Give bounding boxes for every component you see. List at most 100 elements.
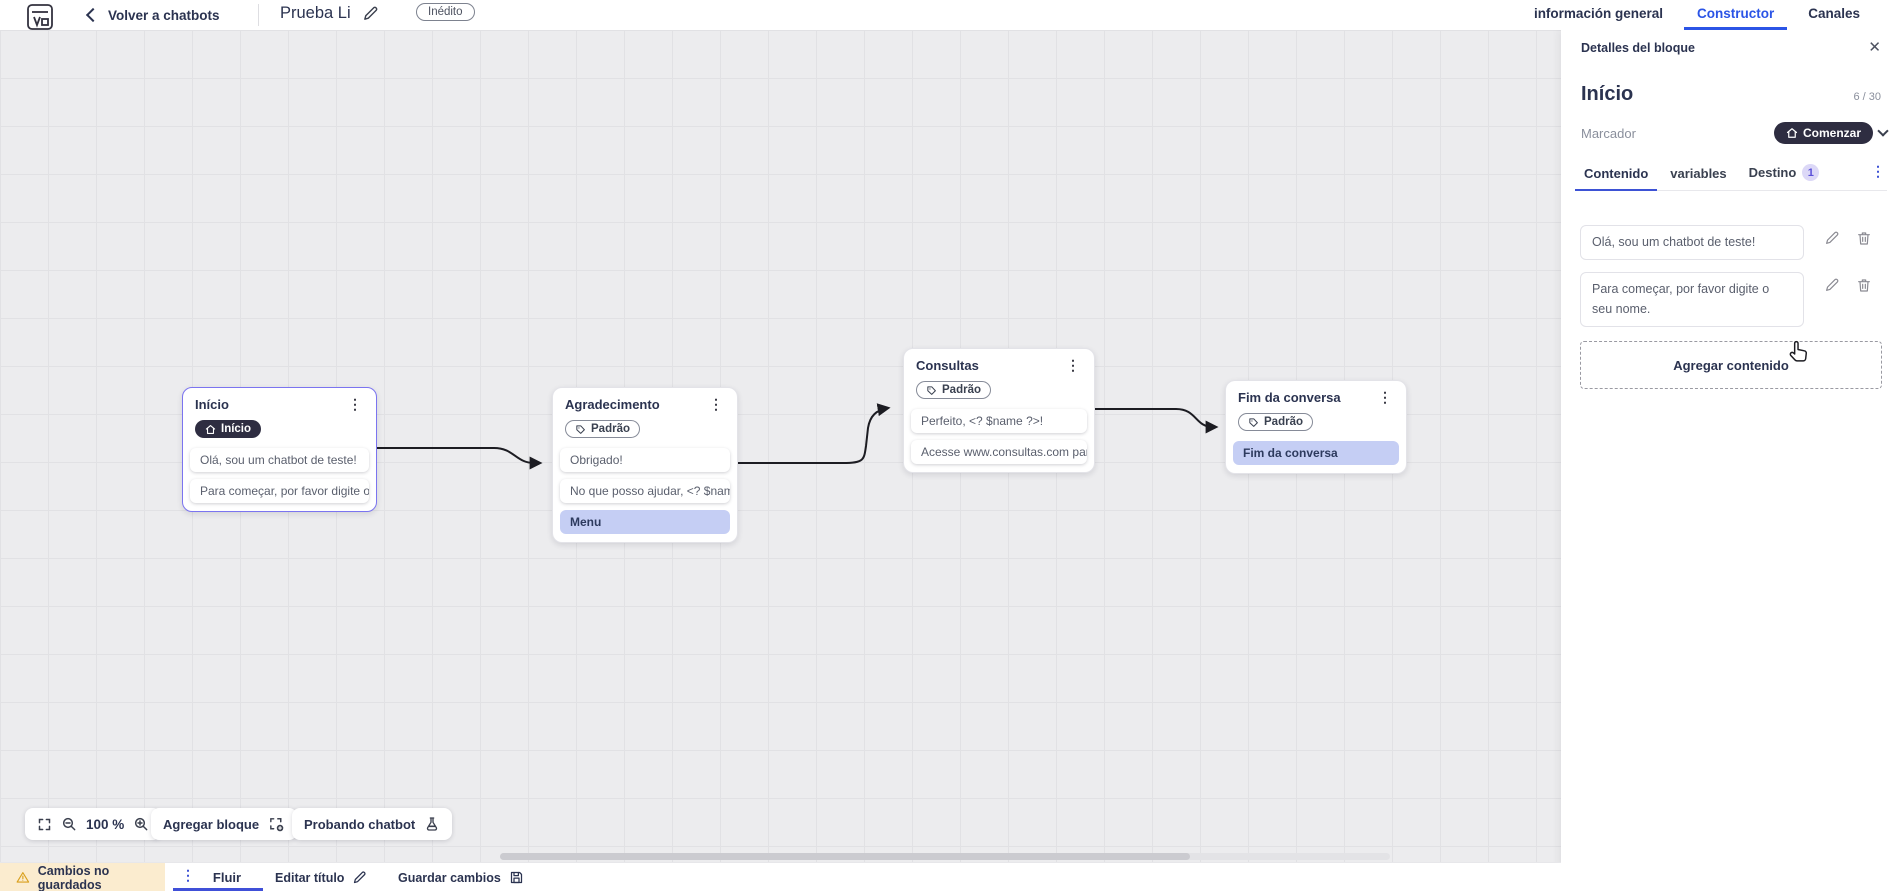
zoom-level: 100 %: [86, 816, 125, 832]
chevron-down-icon[interactable]: [1877, 125, 1889, 137]
block-marker-badge: Início: [195, 420, 262, 438]
chatbot-title: Prueba Li: [280, 4, 351, 22]
flow-block-consultas[interactable]: Consultas ⋮ Padrão Perfeito, <? $name ?>…: [903, 348, 1095, 473]
trash-icon[interactable]: [1856, 230, 1872, 246]
tag-icon: [927, 385, 936, 395]
marker-value-label: Comenzar: [1802, 126, 1861, 140]
tag-icon: [576, 424, 585, 434]
tab-constructor[interactable]: Constructor: [1683, 0, 1788, 30]
warning-triangle-icon: [16, 872, 30, 883]
block-title: Início: [195, 397, 229, 412]
edit-title-label: Editar título: [275, 870, 345, 885]
block-message-row[interactable]: No que posso ajudar, <? $name ...: [560, 479, 730, 503]
block-title: Consultas: [916, 358, 979, 373]
content-message-box[interactable]: Para começar, por favor digite o seu nom…: [1580, 272, 1804, 328]
block-counter: 6 / 30: [1853, 91, 1881, 103]
flow-tab-menu-icon[interactable]: ⋮: [181, 867, 195, 883]
connection-consultas-fim: [1095, 408, 1219, 434]
zoom-out-icon[interactable]: [61, 816, 77, 832]
add-block-label: Agregar bloque: [163, 816, 260, 832]
save-icon: [510, 871, 522, 884]
panel-tabs: Contenido variables Destino 1 ⋮: [1575, 158, 1887, 191]
block-title: Agradecimento: [565, 397, 660, 412]
test-chatbot-button[interactable]: Probando chatbot: [292, 808, 453, 840]
block-message-row[interactable]: Acesse www.consultas.com par...: [911, 440, 1087, 464]
home-icon: [205, 424, 216, 434]
panel-tab-contenido[interactable]: Contenido: [1575, 160, 1658, 191]
close-icon[interactable]: ✕: [1868, 39, 1881, 56]
home-icon: [1786, 128, 1798, 138]
status-badge: Inédito: [416, 3, 475, 21]
flow-tab-label: Fluir: [212, 870, 242, 885]
fit-screen-icon[interactable]: [37, 817, 52, 832]
flask-icon: [424, 816, 440, 832]
block-message-row[interactable]: Olá, sou um chatbot de teste!: [190, 448, 369, 472]
warning-text: Cambios no guardados: [37, 863, 110, 891]
block-type-badge: Padrão: [1238, 413, 1313, 431]
scrollbar-thumb[interactable]: [500, 853, 1190, 860]
tag-icon: [1249, 417, 1258, 427]
canvas-horizontal-scrollbar[interactable]: [500, 853, 1390, 860]
block-menu-icon[interactable]: ⋮: [1378, 389, 1392, 405]
connection-agradecimento-consultas: [738, 403, 891, 464]
top-tabs: información general Constructor Canales: [1521, 0, 1873, 30]
block-message-row[interactable]: Para começar, por favor digite o ...: [190, 479, 369, 503]
bottom-bar: Cambios no guardados ⋮ Fluir Editar títu…: [0, 862, 1561, 891]
flow-block-inicio[interactable]: Início ⋮ Início Olá, sou um chatbot de t…: [182, 387, 377, 512]
save-changes-button[interactable]: Guardar cambios: [398, 863, 524, 891]
block-type-badge: Padrão: [916, 381, 991, 399]
trash-icon[interactable]: [1856, 277, 1872, 293]
block-message-row[interactable]: Obrigado!: [560, 448, 730, 472]
tab-informacion-general[interactable]: información general: [1533, 6, 1663, 21]
pencil-icon: [354, 871, 367, 884]
canvas-zoom-controls: 100 %: [25, 808, 162, 840]
flow-block-agradecimento[interactable]: Agradecimento ⋮ Padrão Obrigado! No que …: [552, 387, 738, 543]
tab-canales[interactable]: Canales: [1808, 6, 1860, 21]
unsaved-changes-warning: Cambios no guardados: [0, 863, 165, 891]
marker-value-pill[interactable]: Comenzar: [1773, 122, 1873, 144]
edit-pencil-icon[interactable]: [1824, 277, 1840, 293]
block-menu-icon[interactable]: ⋮: [709, 396, 723, 412]
top-bar: Volver a chatbots Prueba Li Inédito info…: [0, 0, 1901, 30]
back-to-chatbots-button[interactable]: Volver a chatbots: [85, 0, 220, 30]
block-menu-icon[interactable]: ⋮: [348, 396, 362, 412]
edit-title-button[interactable]: Editar título: [275, 863, 367, 891]
panel-block-title: Início: [1581, 83, 1634, 105]
block-menu-row[interactable]: Menu: [560, 510, 730, 534]
flow-tab-active-indicator: [173, 888, 263, 891]
block-type-label: Padrão: [942, 384, 981, 396]
flow-block-fim-da-conversa[interactable]: Fim da conversa ⋮ Padrão Fim da conversa: [1225, 380, 1407, 474]
block-title: Fim da conversa: [1238, 390, 1341, 405]
block-marker-label: Início: [221, 423, 252, 435]
panel-tab-destino[interactable]: Destino 1: [1740, 158, 1829, 191]
content-item: Para começar, por favor digite o seu nom…: [1580, 272, 1882, 328]
block-details-panel: Detalles del bloque ✕ Início 6 / 30 Marc…: [1561, 30, 1901, 891]
marker-label: Marcador: [1581, 125, 1636, 141]
chevron-left-icon: [85, 7, 101, 23]
panel-menu-icon[interactable]: ⋮: [1871, 163, 1885, 179]
edit-pencil-icon[interactable]: [1824, 230, 1840, 246]
content-message-box[interactable]: Olá, sou um chatbot de teste!: [1580, 225, 1804, 261]
back-label: Volver a chatbots: [108, 7, 220, 23]
block-type-label: Padrão: [591, 423, 630, 435]
block-message-row[interactable]: Perfeito, <? $name ?>!: [911, 409, 1087, 433]
panel-header-title: Detalles del bloque: [1581, 40, 1695, 55]
flow-tab-fluir[interactable]: Fluir: [173, 863, 263, 891]
connection-inicio-agradecimento: [377, 447, 543, 470]
flow-canvas[interactable]: Início ⋮ Início Olá, sou um chatbot de t…: [0, 30, 1561, 862]
block-end-row[interactable]: Fim da conversa: [1233, 441, 1399, 465]
test-chatbot-label: Probando chatbot: [304, 816, 416, 832]
block-type-badge: Padrão: [565, 420, 640, 438]
add-block-icon: [268, 816, 285, 833]
add-content-button[interactable]: Agregar contenido: [1580, 341, 1882, 390]
edit-title-pencil-icon[interactable]: [362, 5, 379, 22]
block-menu-icon[interactable]: ⋮: [1066, 357, 1080, 373]
destino-count-badge: 1: [1802, 164, 1820, 181]
add-block-button[interactable]: Agregar bloque: [151, 808, 298, 840]
panel-tab-variables[interactable]: variables: [1661, 160, 1735, 191]
save-changes-label: Guardar cambios: [398, 870, 501, 885]
zoom-in-icon[interactable]: [133, 816, 149, 832]
app-logo-icon: [27, 4, 53, 30]
panel-tab-label: variables: [1670, 166, 1727, 181]
